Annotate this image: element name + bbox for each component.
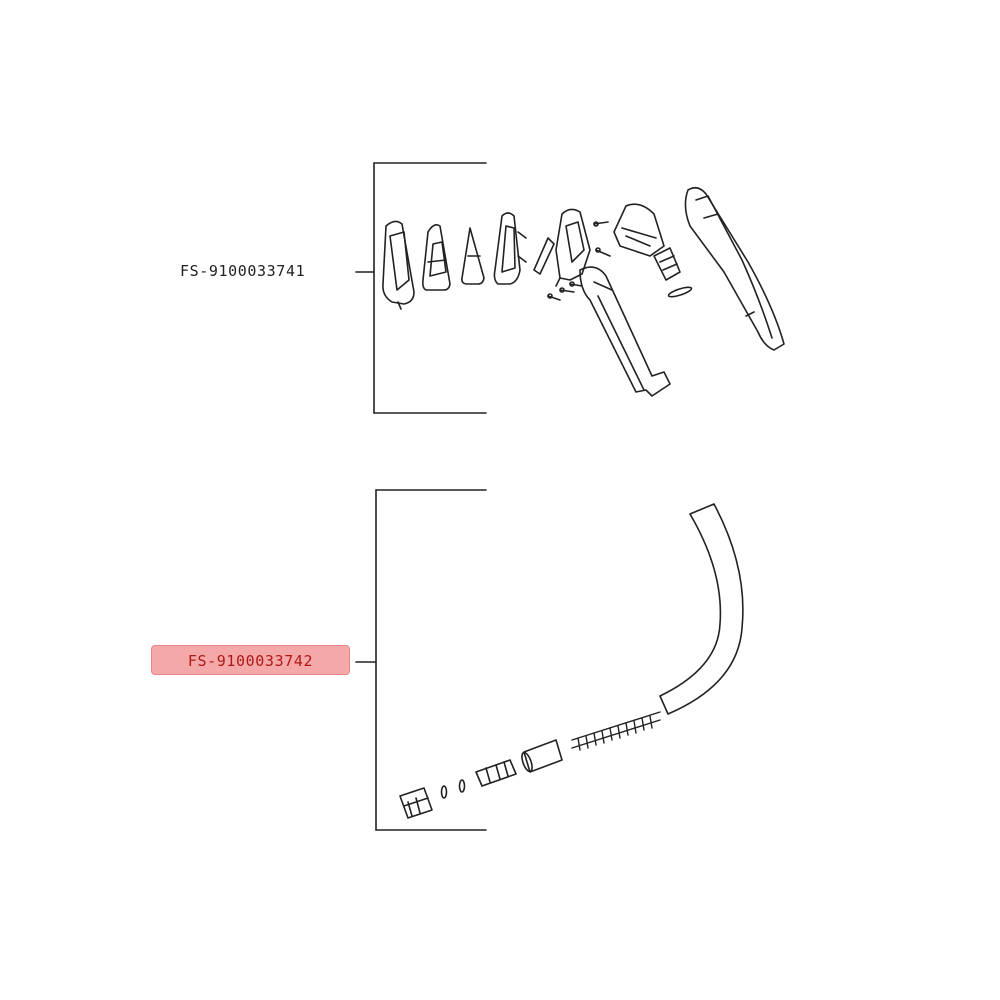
- group-bracket-2: [355, 489, 487, 831]
- part-label-fs-9100033742-highlighted[interactable]: FS-9100033742: [151, 645, 350, 675]
- part-label-fs-9100033741[interactable]: FS-9100033741: [180, 262, 306, 280]
- group-bracket-1: [355, 162, 487, 414]
- nozzle-assembly-drawing: [382, 186, 785, 397]
- hose-assembly-drawing: [399, 503, 744, 819]
